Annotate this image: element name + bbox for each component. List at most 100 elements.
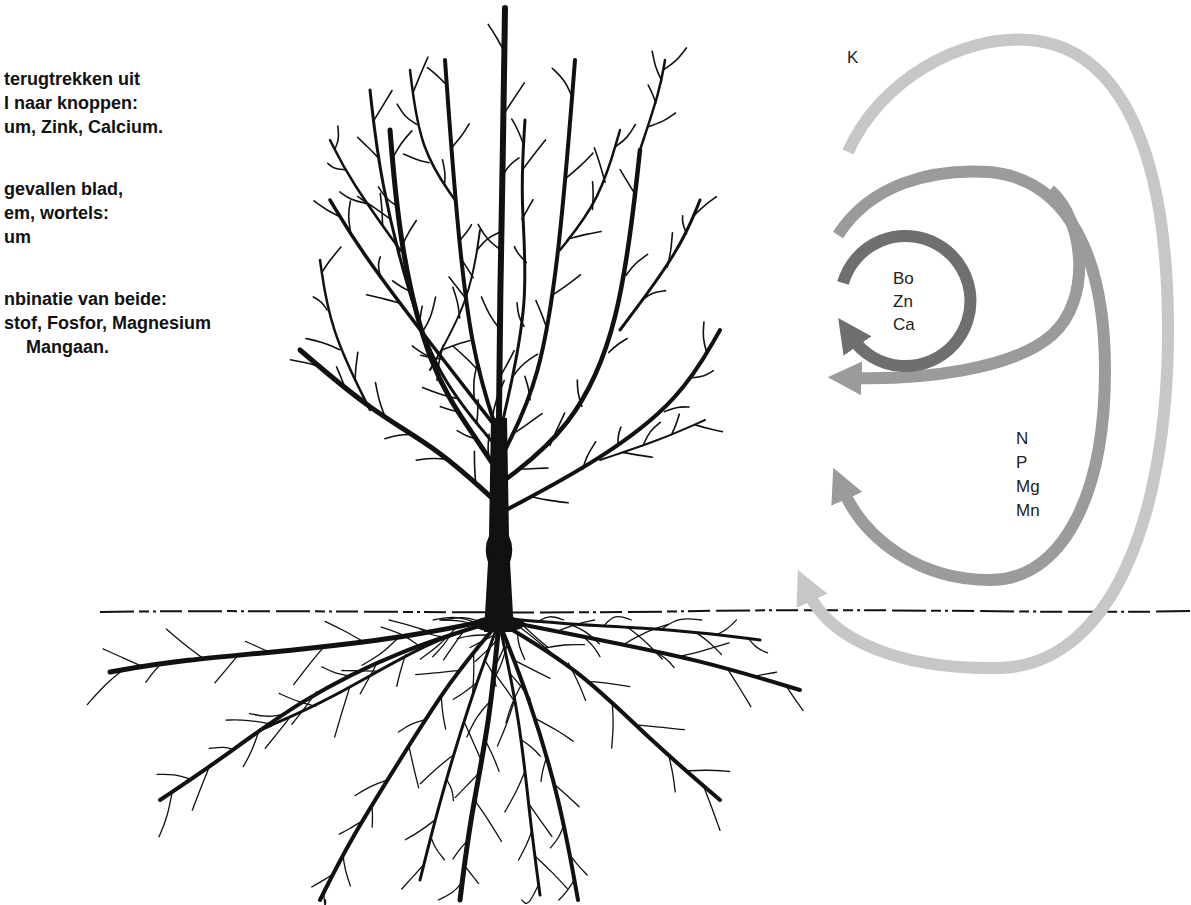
tree-limb [543,645,584,649]
element-symbol: Zn [893,291,913,313]
tree-limb [380,193,382,225]
tree-limb [481,297,499,329]
tree-limb [474,366,477,400]
tree-limb [416,671,458,675]
tree-limb [375,383,386,420]
tree-trunk [484,418,514,632]
tree-limb [306,338,340,349]
tree-limb [748,639,767,653]
tree-limb [320,622,499,900]
tree-limb [371,805,373,827]
tree-limb [343,854,351,886]
tree-limb [209,747,234,749]
tree-limb [335,126,339,149]
tree-limb [513,354,538,376]
tree-limb [444,630,465,660]
tree-limb [464,721,481,759]
tree-limb [557,620,595,631]
tree-limb [325,621,364,642]
tree-limb [260,620,499,730]
tree-limb [703,786,720,831]
tree-limb [583,442,596,469]
note-text: em, wortels: [4,202,109,224]
tree-limb [594,148,605,183]
tree-limb [399,220,417,254]
tree-limb [663,48,686,70]
tree-limb [431,837,445,860]
tree-limb [535,856,567,889]
tree-limb [159,792,172,837]
ground-line [100,610,1191,612]
tree-limb [355,352,358,380]
tree-limb [648,113,676,127]
tree-limb [514,660,550,678]
tree-limb [192,767,209,810]
tree-limb [664,407,689,412]
root-crown [473,616,525,632]
tree-limb [279,693,316,706]
tree-limb [460,258,473,278]
tree-limb [570,855,587,875]
tree-limb [250,714,280,717]
tree-limb [290,360,319,367]
tree-limb [522,884,539,903]
tree-limb [421,297,436,334]
tree-limb [505,150,640,480]
tree-limb [477,232,500,250]
tree-limb [292,692,317,725]
tree-limb [569,231,601,238]
note-text: Mangaan. [26,336,109,358]
note-text: nbinatie van beide: [4,288,167,310]
element-symbol: K [847,47,858,69]
element-symbol: Bo [893,268,914,290]
tree-limb [355,780,388,796]
tree-limb [553,275,580,295]
tree-limb [416,459,450,461]
tree-limb [320,260,370,410]
tree-limb [604,617,632,627]
tree-limb [455,772,479,797]
tree-limb [618,427,621,446]
tree-limb [559,880,575,900]
tree-limb [499,8,505,420]
tree-limb [626,254,647,275]
tree-limb [460,622,499,900]
tree-limb [499,351,514,378]
tree-limb [568,663,585,700]
tree-limb [451,124,469,148]
potassium-cycle-arrow [808,40,1168,668]
note-text: um, Zink, Calcium. [4,116,163,138]
tree-limb [146,663,162,682]
tree-limb [686,770,730,771]
tree-limb [412,346,431,357]
tree-limb [495,646,504,666]
tree-limb [474,800,501,842]
tree-limb [335,688,350,737]
tree-limb [322,667,349,676]
element-symbol: Ca [893,314,915,336]
tree-limb [337,367,346,389]
tree-limb [453,346,476,368]
tree-limb [300,350,494,500]
tree-limb [328,163,345,169]
tree-limb [385,434,413,438]
tree-limb [652,51,661,80]
tree-limb [87,670,123,705]
tree-limb [427,68,446,86]
tree-limb [423,387,456,398]
tree-limb [492,381,504,417]
tree-limb [226,720,273,724]
tree-limb [397,104,417,124]
tree-limb [457,635,488,639]
tree-limb [569,624,600,644]
tree-limb [440,407,457,412]
tree-limb [370,90,495,445]
tree-limb [402,864,424,889]
tree-limb [478,224,501,250]
tree-limb [522,740,540,756]
tree-limb [488,24,504,51]
tree-limb [717,620,737,635]
note-text: stof, Fosfor, Magnesium [4,312,211,334]
tree-limb [379,257,381,278]
